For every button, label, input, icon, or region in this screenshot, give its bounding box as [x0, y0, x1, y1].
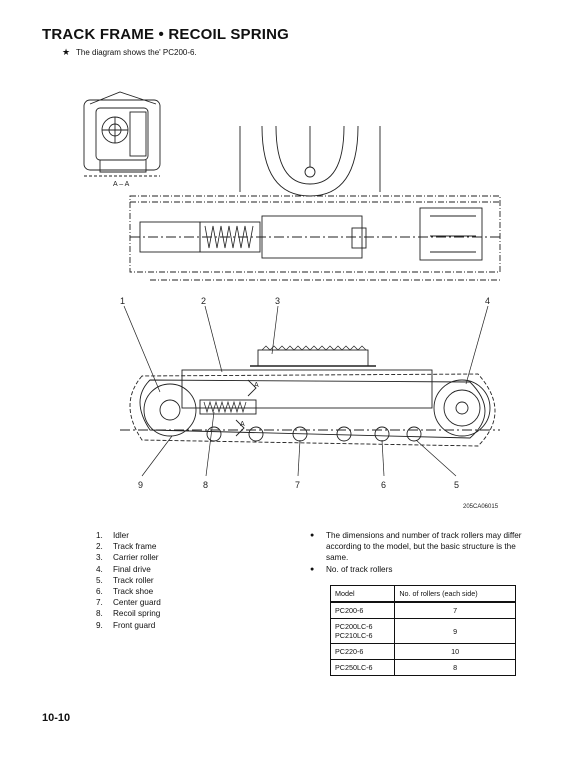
star-icon: ★: [62, 47, 71, 57]
view-marker-a: A: [240, 421, 245, 428]
callout-6: 6: [381, 480, 386, 490]
notes-list: The dimensions and number of track rolle…: [310, 530, 535, 575]
callout-1: 1: [120, 296, 125, 306]
callout-7: 7: [295, 480, 300, 490]
column-header-model: Model: [329, 585, 396, 603]
list-item: 4.Final drive: [96, 564, 151, 574]
list-item: 9.Front guard: [96, 620, 156, 630]
list-item: 1.Idler: [96, 531, 129, 540]
list-item: 5.Track roller: [96, 575, 154, 585]
callout-3: 3: [275, 296, 280, 306]
section-view: [83, 91, 161, 177]
note-roller-count: No. of track rollers: [310, 564, 535, 575]
note-dimensions: The dimensions and number of track rolle…: [310, 530, 535, 564]
callout-8: 8: [203, 480, 208, 490]
list-item: 8.Recoil spring: [96, 609, 161, 619]
callout-2: 2: [201, 296, 206, 306]
plan-view: [129, 125, 501, 281]
page-number: 10-10: [42, 712, 71, 724]
table-row: PC220-6 10: [329, 643, 516, 660]
callout-4: 4: [485, 296, 490, 306]
list-item: 7.Center guard: [96, 598, 161, 608]
table-header-row: Model No. of rollers (each side): [329, 585, 516, 603]
track-frame-diagram: A – A A A 1 2 3 4 9 8 7 6 5 205CA06015: [83, 91, 501, 510]
note-text: The diagram shows the' PC200-6.: [76, 48, 197, 57]
column-header-rollers: No. of rollers (each side): [394, 585, 516, 603]
parts-list: 1.Idler 2.Track frame 3.Carrier roller 4…: [96, 530, 161, 631]
table-row: PC250LC-6 8: [329, 659, 516, 676]
table-row: PC200-6 7: [329, 601, 516, 619]
callout-9: 9: [138, 480, 143, 490]
callout-5: 5: [454, 480, 459, 490]
roller-table: Model No. of rollers (each side) PC200-6…: [329, 585, 516, 676]
section-label: A – A: [113, 181, 130, 188]
list-item: 6.Track shoe: [96, 587, 154, 597]
list-item: 2.Track frame: [96, 542, 157, 552]
page-title: TRACK FRAME • RECOIL SPRING: [42, 26, 290, 43]
list-item: 3.Carrier roller: [96, 553, 159, 563]
leader-lines: [123, 305, 489, 477]
view-marker-a: A: [254, 382, 259, 389]
diagram-code: 205CA06015: [463, 504, 499, 510]
diagram-note: ★ The diagram shows the' PC200-6.: [62, 47, 197, 58]
side-view: [120, 345, 500, 447]
